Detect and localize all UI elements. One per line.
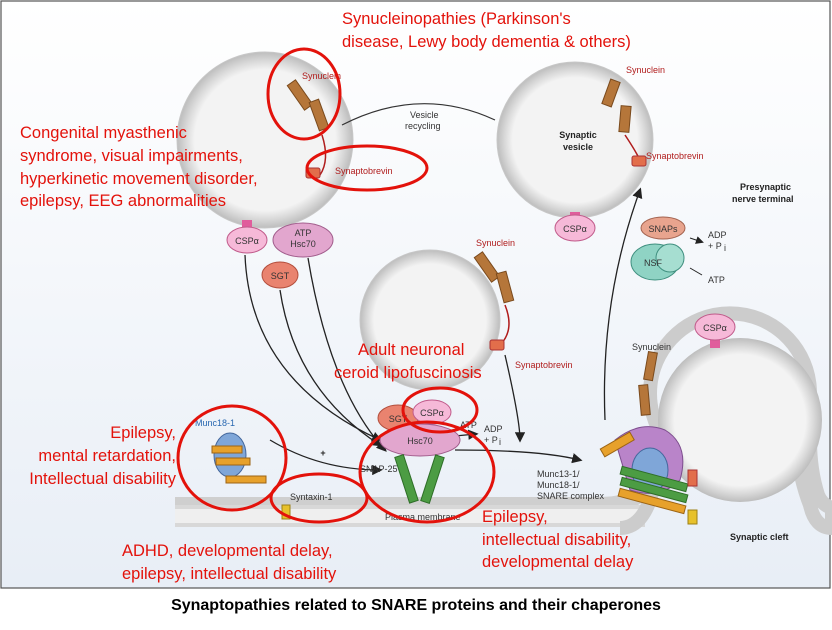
synaptic-vesicle	[496, 61, 654, 219]
svg-text:ATP: ATP	[708, 275, 725, 285]
synuclein-label-2: Synuclein	[626, 65, 665, 75]
synaptobrevin-tmd-2	[631, 155, 647, 167]
svg-text:syndrome, visual impairments,: syndrome, visual impairments,	[20, 147, 243, 165]
hsc70-top-left: ATP Hsc70	[272, 222, 334, 258]
svg-text:ADP: ADP	[708, 230, 727, 240]
cspa-fusing-vesicle: CSPα	[694, 313, 736, 348]
vesicle-recycling-label: Vesicle	[410, 110, 439, 120]
chaperone-arrows	[244, 187, 643, 476]
disease-label-epilepsy-mental: Epilepsy, mental retardation, Intellectu…	[29, 424, 176, 488]
svg-text:i: i	[724, 243, 726, 253]
synaptobrevin-label-2: Synaptobrevin	[646, 151, 704, 161]
svg-text:Congenital myasthenic: Congenital myasthenic	[20, 124, 187, 142]
svg-text:CSPα: CSPα	[420, 408, 444, 418]
svg-text:Munc18-1/: Munc18-1/	[537, 480, 580, 490]
svg-text:SNAP-25: SNAP-25	[360, 464, 398, 474]
svg-text:Adult neuronal: Adult neuronal	[358, 341, 464, 359]
svg-text:SGT: SGT	[389, 414, 408, 424]
svg-text:Plasma membrane: Plasma membrane	[385, 512, 461, 522]
synaptic-cleft-label: Synaptic cleft	[730, 532, 789, 542]
svg-text:Hsc70: Hsc70	[407, 436, 433, 446]
svg-text:Munc18-1: Munc18-1	[195, 418, 235, 428]
svg-text:ADP: ADP	[484, 424, 503, 434]
highlight-circles	[176, 47, 496, 524]
svg-text:Syntaxin-1: Syntaxin-1	[290, 492, 333, 502]
svg-text:Munc13-1/: Munc13-1/	[537, 469, 580, 479]
disease-label-congenital: Congenital myasthenic syndrome, visual i…	[20, 124, 258, 210]
snare-complex-right: Munc13-1/ Munc18-1/ SNARE complex	[537, 426, 698, 525]
munc18-syntaxin-left: Munc18-1 + Syntaxin-1	[195, 418, 333, 520]
svg-text:SGT: SGT	[271, 271, 290, 281]
svg-text:NSF: NSF	[644, 258, 663, 268]
svg-text:+: +	[320, 448, 325, 458]
sgt-top-left: SGT	[261, 261, 299, 289]
svg-text:Epilepsy,: Epilepsy,	[482, 508, 548, 526]
synuclein-label-3: Synuclein	[476, 238, 515, 248]
svg-text:Synucleinopathies (Parkinson's: Synucleinopathies (Parkinson's	[342, 10, 571, 28]
svg-text:Hsc70: Hsc70	[290, 239, 316, 249]
svg-text:ADHD, developmental delay,: ADHD, developmental delay,	[122, 542, 333, 560]
figure-frame: CSPα ATP Hsc70 SGT CSPα CSPα SNAPs NSF A…	[0, 0, 832, 589]
synaptobrevin-tmd-3	[489, 339, 505, 351]
disease-label-epilepsy-dev: Epilepsy, intellectual disability, devel…	[482, 508, 634, 571]
svg-text:SNAPs: SNAPs	[648, 224, 678, 234]
svg-text:+ P: + P	[708, 241, 722, 251]
svg-text:hyperkinetic movement disorder: hyperkinetic movement disorder,	[20, 170, 258, 188]
snare-diagram: CSPα ATP Hsc70 SGT CSPα CSPα SNAPs NSF A…	[0, 0, 832, 589]
svg-text:ceroid lipofuscinosis: ceroid lipofuscinosis	[334, 364, 482, 382]
disease-label-ancl: Adult neuronal ceroid lipofuscinosis	[334, 341, 482, 382]
synaptobrevin-label-1: Synaptobrevin	[335, 166, 393, 176]
svg-text:Intellectual disability: Intellectual disability	[29, 470, 176, 488]
svg-text:vesicle: vesicle	[563, 142, 593, 152]
svg-text:developmental delay: developmental delay	[482, 553, 634, 571]
vesicle-recycling-arrow	[341, 103, 496, 126]
svg-text:ATP: ATP	[295, 228, 312, 238]
synaptobrevin-label-3: Synaptobrevin	[515, 360, 573, 370]
svg-text:Epilepsy,: Epilepsy,	[110, 424, 176, 442]
svg-text:SNARE complex: SNARE complex	[537, 491, 605, 501]
presynaptic-terminal-label: Presynaptic	[740, 182, 791, 192]
svg-text:+ P: + P	[484, 435, 498, 445]
disease-label-adhd: ADHD, developmental delay, epilepsy, int…	[122, 542, 337, 583]
svg-text:i: i	[499, 437, 501, 447]
svg-text:CSPα: CSPα	[563, 224, 587, 234]
synuclein-label-1: Synuclein	[302, 71, 341, 81]
svg-text:epilepsy, EEG abnormalities: epilepsy, EEG abnormalities	[20, 192, 226, 210]
svg-text:disease, Lewy body dementia &: disease, Lewy body dementia & others)	[342, 33, 631, 51]
svg-text:CSPα: CSPα	[235, 236, 259, 246]
vesicle-top-left	[176, 51, 354, 229]
svg-text:CSPα: CSPα	[703, 323, 727, 333]
disease-label-synucleinopathies: Synucleinopathies (Parkinson's disease, …	[342, 10, 631, 51]
cspa-synaptic-vesicle: CSPα	[554, 212, 596, 242]
synuclein-label-4: Synuclein	[632, 342, 671, 352]
svg-text:epilepsy, intellectual disabil: epilepsy, intellectual disability	[122, 565, 337, 583]
synaptic-vesicle-label: Synaptic	[559, 130, 597, 140]
synuclein-helices	[286, 78, 658, 416]
svg-text:intellectual disability,: intellectual disability,	[482, 531, 631, 549]
cspa-top-left: CSPα	[226, 220, 268, 254]
svg-text:nerve terminal: nerve terminal	[732, 194, 794, 204]
svg-text:mental retardation,: mental retardation,	[38, 447, 176, 465]
svg-text:recycling: recycling	[405, 121, 441, 131]
snaps-nsf-complex: SNAPs NSF ADP + P i ATP	[630, 216, 727, 285]
figure-caption: Synaptopathies related to SNARE proteins…	[171, 597, 661, 614]
